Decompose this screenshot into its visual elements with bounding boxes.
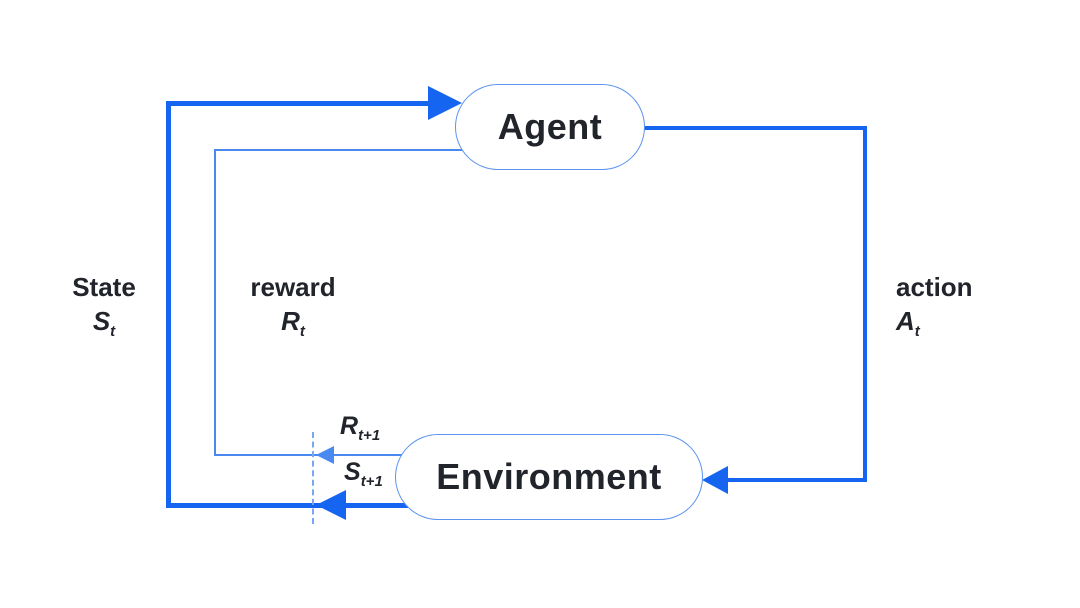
action-subscript: t [914, 323, 920, 341]
state-line-bottom [166, 503, 420, 508]
arrowhead-reward-next [316, 446, 334, 464]
agent-node-label: Agent [497, 106, 603, 147]
state-next-label: St+1 [344, 458, 383, 490]
state-line-left [166, 101, 171, 508]
action-word: action [896, 272, 973, 302]
reward-label: reward Rt [233, 270, 353, 341]
action-line-top [640, 126, 867, 130]
state-word: State [72, 272, 136, 302]
agent-node: Agent [455, 84, 645, 170]
state-line-top [166, 101, 430, 106]
state-next-subscript: t+1 [360, 473, 383, 490]
action-symbol: A [896, 306, 915, 337]
state-label: State St [44, 270, 164, 341]
action-label: action At [896, 270, 1016, 341]
state-subscript: t [110, 323, 116, 341]
reward-line-top [214, 149, 466, 151]
environment-node: Environment [395, 434, 703, 520]
reward-line-left [214, 149, 216, 456]
reward-next-subscript: t+1 [358, 427, 381, 444]
reward-word: reward [250, 272, 336, 302]
action-line-right [863, 126, 867, 482]
reward-next-symbol: R [340, 412, 359, 440]
action-line-bottom [726, 478, 867, 482]
reward-subscript: t [299, 323, 305, 341]
state-symbol: S [92, 306, 111, 337]
time-boundary-dashed-line [312, 432, 314, 524]
state-next-symbol: S [344, 458, 361, 486]
arrowhead-action-into-environment [702, 466, 728, 494]
arrowhead-state-next [316, 490, 346, 520]
reward-next-label: Rt+1 [340, 412, 381, 444]
environment-node-label: Environment [436, 456, 662, 497]
reward-symbol: R [281, 306, 300, 337]
